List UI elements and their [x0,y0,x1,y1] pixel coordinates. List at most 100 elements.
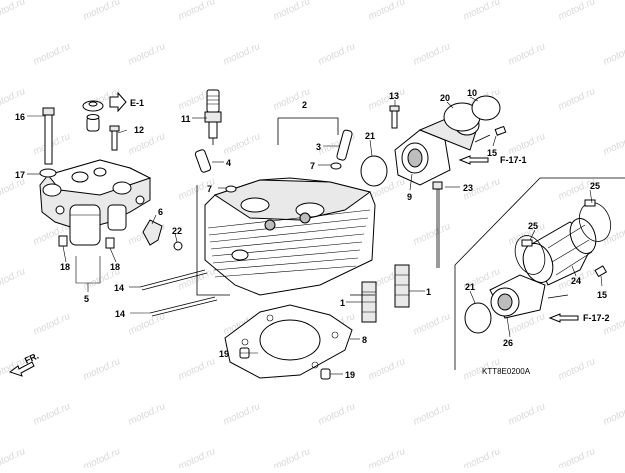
callout-21-upper: 21 [365,131,375,141]
watermark-text: motod.ru [32,41,73,68]
watermark-text: motod.ru [412,221,453,248]
watermark-text: motod.ru [222,131,263,158]
callout-19-left: 19 [219,349,229,359]
cooling-fin [213,257,359,271]
ref-label-f172: F-17-2 [583,313,610,323]
watermark-text: motod.ru [557,0,598,23]
callout-15-lower: 15 [597,290,607,300]
o-ring-upper [360,155,388,187]
front-label: FR. [23,351,40,366]
cooling-fin [208,217,369,236]
hose-clamp-lower [514,235,546,275]
watermark-text: motod.ru [177,0,218,23]
callout-20: 20 [440,93,450,103]
ref-arrow-f172 [548,313,579,323]
seal-and-cap [82,100,104,132]
rocker-arm-holder [39,159,152,246]
callouts: 16 17 18 18 5 12 E-1 6 22 11 4 7 2 3 7 1… [15,88,610,380]
fin-rubber-left [361,281,377,323]
callout-16: 16 [15,112,25,122]
watermark-text: motod.ru [317,41,358,68]
rocker-arm [142,219,163,246]
long-stud [432,181,443,268]
insulator-variant [522,218,597,286]
o-ring-lower [464,302,492,334]
watermark-text: motod.ru [222,41,263,68]
callout-13: 13 [389,91,399,101]
drawing-code: KTT8E0200A [482,367,531,376]
callout-2: 2 [302,100,307,110]
callout-7-left: 7 [207,184,212,194]
fin-rubber-right [394,264,410,308]
watermark-text: motod.ru [412,41,453,68]
callout-6: 6 [158,207,163,217]
watermark-text: motod.ru [412,311,453,338]
front-arrow [8,361,35,377]
watermark-text: motod.ru [557,356,598,383]
hose-clamp-upper [578,199,612,242]
intake-pipe [489,274,569,319]
cooling-fin [209,225,367,243]
cylinder-head [204,177,376,296]
insulator-gasket [471,95,501,121]
watermark-text: motod.ru [602,221,625,248]
callout-3: 3 [316,142,321,152]
watermark-text: motod.ru [32,401,73,428]
bolt-13 [389,105,400,129]
watermark-text: motod.ru [602,401,625,428]
dowel-pin-right [105,237,115,249]
callout-bracket-2 [277,117,339,145]
ref-label-e1: E-1 [130,98,144,108]
watermark-text: motod.ru [367,356,408,383]
watermark-text: motod.ru [367,0,408,23]
callout-1-right: 1 [426,287,431,297]
watermark-text: motod.ru [0,446,27,468]
callout-14-lower: 14 [115,309,125,319]
dowel-pin-lower [320,368,331,380]
callout-18-right: 18 [110,262,120,272]
callout-8: 8 [362,335,367,345]
callout-17: 17 [15,170,25,180]
callout-7-right: 7 [310,161,315,171]
watermark-text: motod.ru [127,311,168,338]
callout-25-upper: 25 [590,181,600,191]
ref-arrow-e1 [109,91,127,113]
callout-15-upper: 15 [487,148,497,158]
small-bolt [109,125,120,151]
watermark-text: motod.ru [82,0,123,23]
stud-bolt-upper [139,269,206,288]
watermark-text: motod.ru [367,86,408,113]
stud-bolt-lower [149,296,216,314]
callout-24: 24 [571,276,581,286]
dowel-pin-left [58,235,68,247]
ref-arrow-f171 [458,155,489,165]
callout-19-right: 19 [345,370,355,380]
watermark-text: motod.ru [367,446,408,468]
watermark-text: motod.ru [462,0,503,23]
callout-bracket-head [196,185,375,296]
callout-22: 22 [172,226,182,236]
callout-11: 11 [181,114,191,124]
watermark-text: motod.ru [602,131,625,158]
callout-4: 4 [226,158,231,168]
watermark-text: motod.ru [462,446,503,468]
watermark-text: motod.ru [412,401,453,428]
callout-10: 10 [467,88,477,98]
callout-12: 12 [134,125,144,135]
watermark-text: motod.ru [0,266,27,293]
watermark-text: motod.ru [127,41,168,68]
watermark-text: motod.ru [127,401,168,428]
watermark-text: motod.ru [82,356,123,383]
head-gasket [224,304,353,379]
washer [173,241,183,251]
callout-14-upper: 14 [114,283,124,293]
callout-25-lower: 25 [528,221,538,231]
watermark-text: motod.ru [507,131,548,158]
callout-1-left: 1 [340,298,345,308]
callout-26: 26 [503,338,513,348]
watermark-text: motod.ru [507,401,548,428]
watermark-text: motod.ru [602,41,625,68]
callout-21-lower: 21 [465,282,475,292]
